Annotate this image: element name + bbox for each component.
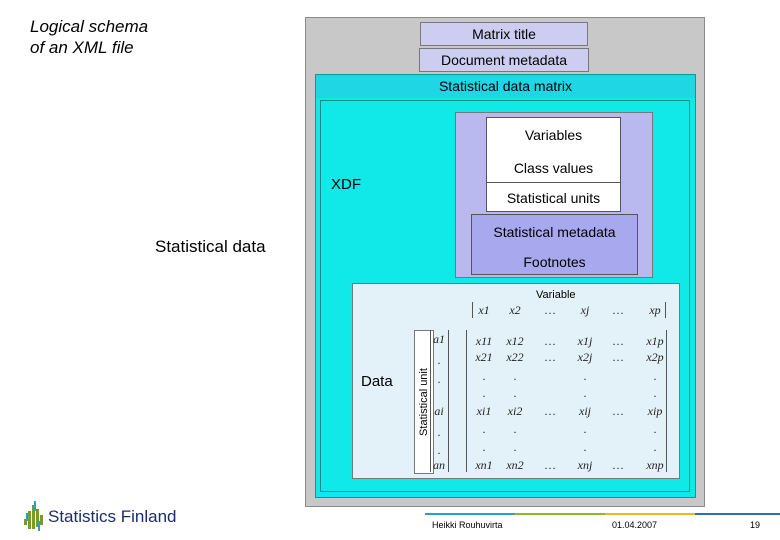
page-title: Logical schema of an XML file xyxy=(30,16,148,58)
matrix-cell: xi2 xyxy=(507,404,523,418)
matrix-row-label: . xyxy=(437,353,441,367)
matrix-cell: . xyxy=(513,422,517,436)
footer-page-number: 19 xyxy=(750,520,761,530)
statistics-finland-logo-icon xyxy=(24,501,43,531)
matrix-row-label: an xyxy=(433,458,445,472)
matrix-cell: . xyxy=(583,369,587,383)
matrix-cell: . xyxy=(653,386,657,400)
matrix-cell: . xyxy=(482,440,486,454)
matrix-cell: x22 xyxy=(506,350,524,364)
matrix-cell: x21 xyxy=(475,350,493,364)
matrix-cell: … xyxy=(544,404,556,418)
matrix-cell: xn1 xyxy=(475,458,493,472)
matrix-cell: … xyxy=(612,404,624,418)
data-label: Data xyxy=(361,373,393,390)
matrix-cell: . xyxy=(653,440,657,454)
matrix-cell: x1p xyxy=(646,334,664,348)
matrix-cell: … xyxy=(612,458,624,472)
matrix-cell: . xyxy=(513,386,517,400)
document-metadata-box: Document metadata xyxy=(419,48,589,72)
matrix-row-label: . xyxy=(437,372,441,386)
variables-label: Variables xyxy=(524,127,583,143)
matrix-cell: xip xyxy=(647,404,663,418)
matrix-row-label: a1 xyxy=(433,332,445,346)
variable-header-bracket xyxy=(472,302,666,318)
matrix-cell: xnp xyxy=(646,458,664,472)
matrix-cell: x11 xyxy=(475,334,493,348)
matrix-cell: … xyxy=(544,350,556,364)
matrix-cell: … xyxy=(612,334,624,348)
statistical-unit-axis-label: Statistical unit xyxy=(418,368,430,436)
variable-axis-label: Variable xyxy=(536,289,576,301)
matrix-cell: … xyxy=(612,350,624,364)
page-title-line-1: Logical schema xyxy=(30,17,149,36)
matrix-cell: . xyxy=(583,386,587,400)
data-panel xyxy=(352,283,680,479)
page-title-line-2: of an XML file xyxy=(30,38,134,57)
matrix-cell: x1j xyxy=(577,334,593,348)
matrix-cell: xnj xyxy=(577,458,593,472)
matrix-cell: . xyxy=(482,422,486,436)
footnotes-label: Footnotes xyxy=(523,254,586,270)
footer-date: 01.04.2007 xyxy=(612,520,658,530)
row-label-bracket xyxy=(430,330,449,472)
class-values-label: Class values xyxy=(513,160,594,176)
statistics-finland-wordmark: Statistics Finland xyxy=(48,507,177,526)
matrix-cell: . xyxy=(583,440,587,454)
matrix-cell: xij xyxy=(579,404,591,418)
statistical-units-box: Statistical units xyxy=(486,182,621,212)
matrix-cell: . xyxy=(513,440,517,454)
matrix-cell: x2p xyxy=(646,350,664,364)
matrix-cell: . xyxy=(482,369,486,383)
matrix-header-cell: xj xyxy=(580,303,590,317)
matrix-header-cell: x1 xyxy=(478,303,490,317)
matrix-header-cell: … xyxy=(612,303,624,317)
matrix-cell: x12 xyxy=(506,334,524,348)
xdf-label: XDF xyxy=(331,176,361,193)
matrix-row-label: . xyxy=(437,443,441,457)
xdf-container xyxy=(320,100,690,492)
matrix-row-label: ai xyxy=(434,404,444,418)
matrix-cell: . xyxy=(653,422,657,436)
matrix-cell: . xyxy=(482,386,486,400)
matrix-cell: x2j xyxy=(577,350,593,364)
matrix-bracket xyxy=(466,330,667,472)
matrix-cell: … xyxy=(544,458,556,472)
matrix-cell: xn2 xyxy=(506,458,524,472)
matrix-cell: . xyxy=(513,369,517,383)
footer-author: Heikki Rouhuvirta xyxy=(432,520,503,530)
matrix-cell: xi1 xyxy=(476,404,492,418)
matrix-row-label: . xyxy=(437,425,441,439)
matrix-cell: . xyxy=(583,422,587,436)
matrix-cell: … xyxy=(544,334,556,348)
statistical-metadata-label: Statistical metadata xyxy=(493,224,616,240)
matrix-header-cell: xp xyxy=(649,303,661,317)
matrix-title-box: Matrix title xyxy=(420,22,588,46)
statistical-data-label: Statistical data xyxy=(155,237,266,256)
statistical-data-matrix-header: Statistical data matrix xyxy=(316,75,695,98)
footer-color-bar xyxy=(425,513,780,515)
matrix-cell: . xyxy=(653,369,657,383)
statistical-metadata-box: Statistical metadata Footnotes xyxy=(471,214,638,275)
matrix-header-cell: x2 xyxy=(509,303,521,317)
matrix-header-cell: … xyxy=(544,303,556,317)
statistical-unit-axis-box xyxy=(414,330,434,474)
